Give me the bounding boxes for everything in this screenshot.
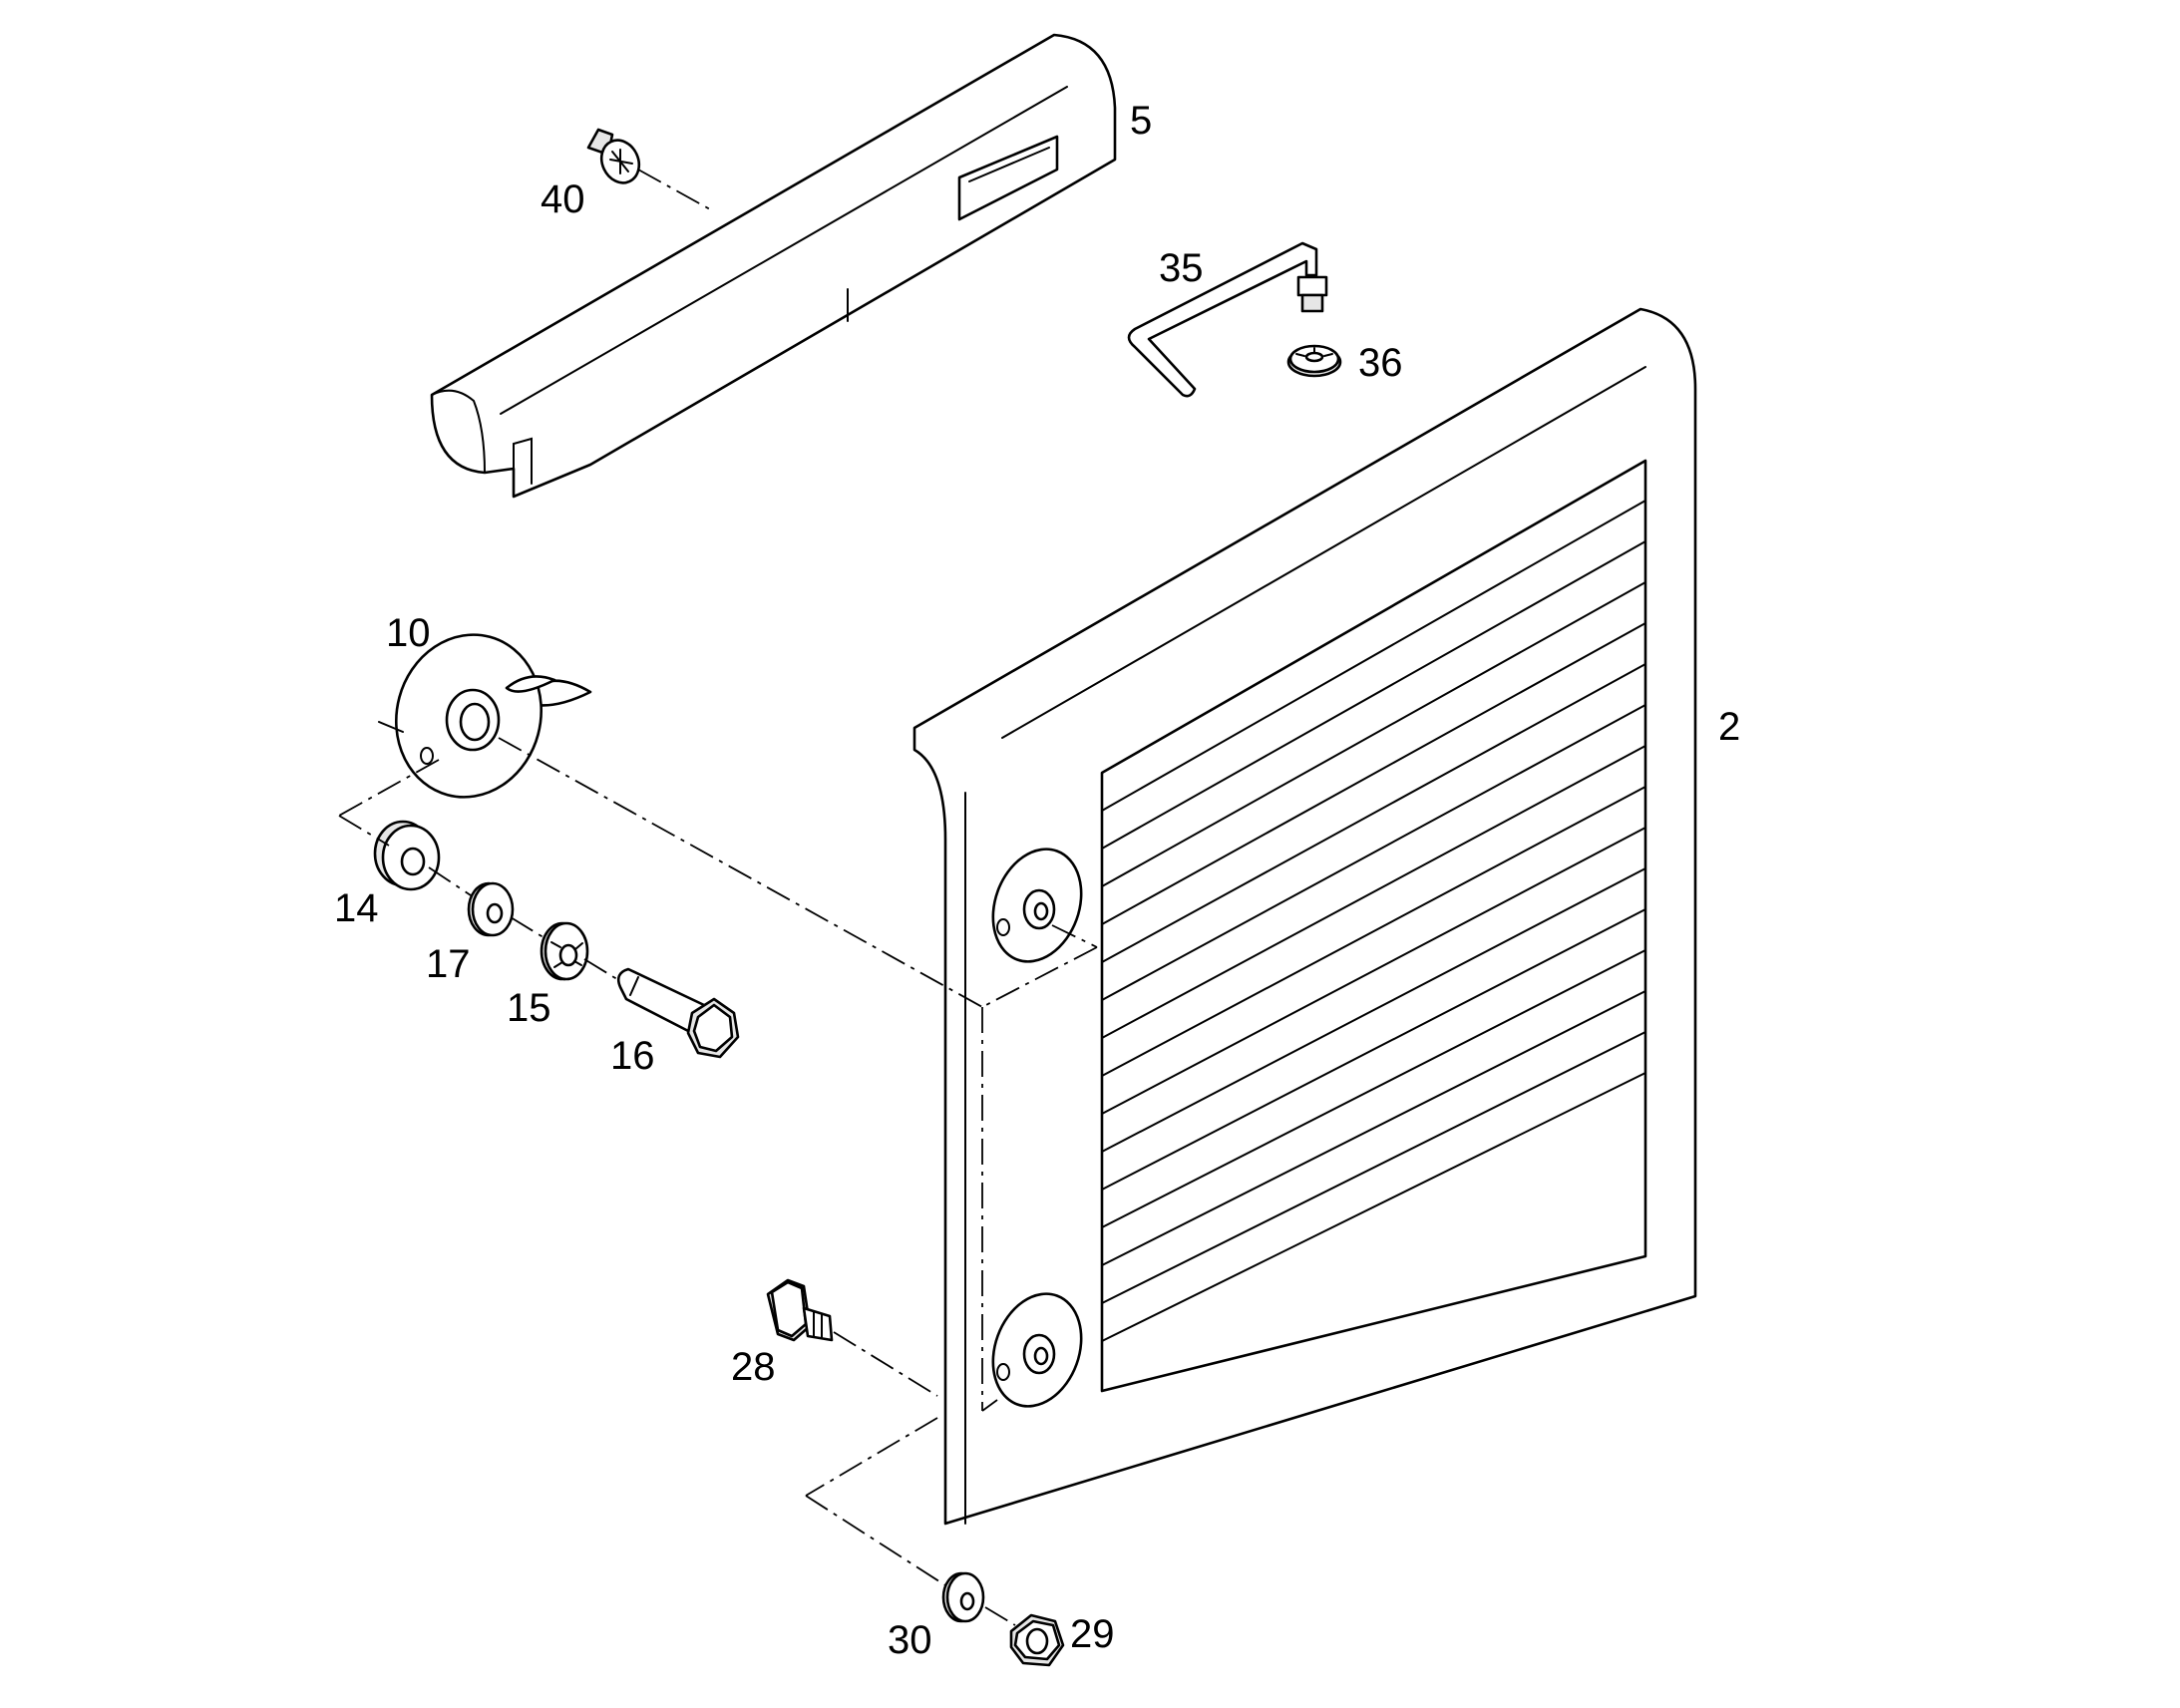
callout-40: 40 — [541, 177, 585, 221]
part-5-top-cover[interactable] — [430, 33, 1117, 499]
callout-15: 15 — [507, 986, 551, 1030]
callout-10: 10 — [386, 611, 431, 655]
part-17-flat-washer[interactable] — [467, 881, 515, 937]
assembly-lines — [338, 737, 1098, 1626]
part-16-hex-bolt[interactable] — [616, 967, 740, 1059]
part-40-rivet[interactable] — [586, 128, 711, 210]
callout-16: 16 — [610, 1034, 655, 1078]
callout-14: 14 — [334, 886, 379, 930]
callout-29: 29 — [1070, 1612, 1115, 1656]
callout-28: 28 — [731, 1345, 776, 1389]
callout-2: 2 — [1718, 705, 1740, 749]
part-14-spacer-bushing[interactable] — [373, 820, 441, 891]
callout-36: 36 — [1358, 341, 1403, 385]
upper-mounting-boss — [991, 848, 1083, 963]
callout-5: 5 — [1130, 99, 1152, 143]
part-30-flat-washer[interactable] — [941, 1571, 985, 1623]
grille-slats — [1101, 500, 1646, 1342]
lower-mounting-boss — [991, 1292, 1083, 1408]
callout-labels: 2 5 10 14 15 16 17 28 29 30 35 36 40 — [334, 99, 1740, 1662]
callout-17: 17 — [426, 942, 471, 986]
callout-35: 35 — [1159, 246, 1204, 290]
part-15-lock-washer[interactable] — [540, 921, 589, 981]
part-28-shoulder-screw[interactable] — [766, 1278, 834, 1342]
callout-30: 30 — [888, 1618, 932, 1662]
part-2-grille-panel[interactable] — [912, 307, 1697, 1526]
part-10-rotary-plate[interactable] — [378, 618, 592, 814]
part-35-l-key[interactable] — [1127, 241, 1328, 398]
part-36-toothed-washer[interactable] — [1286, 344, 1342, 378]
part-29-hex-nut[interactable] — [1009, 1613, 1065, 1667]
